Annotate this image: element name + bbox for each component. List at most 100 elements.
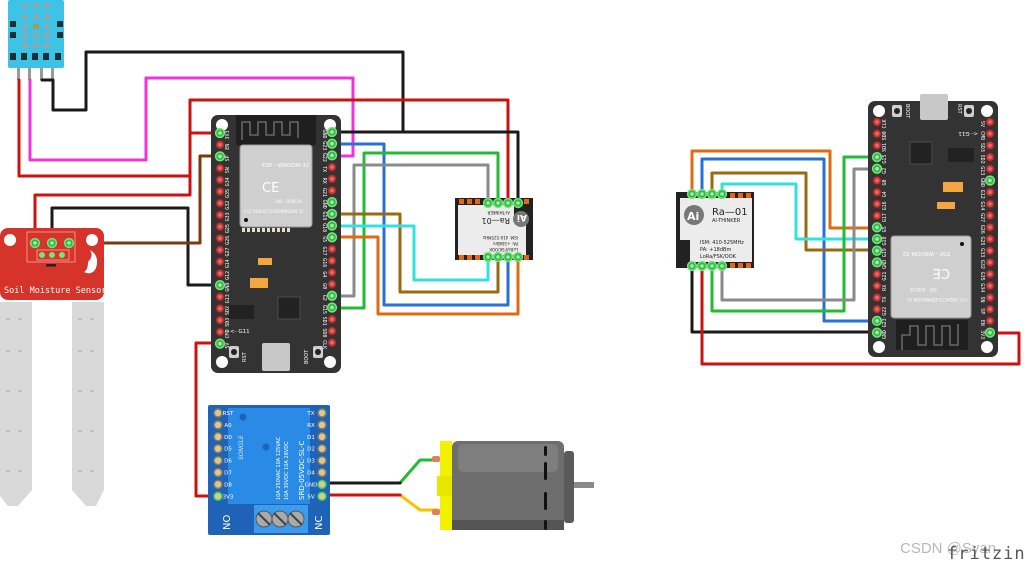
esp32-left-pin-g14[interactable] <box>215 257 225 267</box>
esp32-left-pin-g2[interactable] <box>326 290 338 301</box>
esp32-right-pin-3v3[interactable] <box>984 327 996 338</box>
esp32-left-pin-sd1[interactable] <box>327 314 337 324</box>
relay-pin-tx[interactable] <box>317 408 327 418</box>
esp32-left-pin-g33[interactable] <box>215 210 225 220</box>
relay-pin-d3[interactable] <box>317 455 327 466</box>
esp32-right-pin-g32[interactable] <box>985 257 995 268</box>
wire-soil-vcc[interactable] <box>33 174 192 245</box>
esp32-right-pin-g27[interactable] <box>985 210 995 221</box>
esp32-left-pin-5v[interactable] <box>214 338 226 349</box>
wire-r-cyan[interactable] <box>720 182 879 241</box>
esp32-left-pin-g34[interactable] <box>215 175 225 185</box>
esp32-left-pin-g22[interactable] <box>326 150 338 161</box>
esp32-right-pin-g18[interactable] <box>871 233 883 245</box>
esp32-right-pin-g26[interactable] <box>985 222 995 232</box>
relay-pin-d1[interactable] <box>317 432 327 442</box>
esp32-right-pin-g22[interactable] <box>872 304 882 314</box>
relay-pin-d6[interactable] <box>213 455 223 466</box>
esp32-right-pin-g15[interactable] <box>871 151 883 163</box>
relay-pin-d4[interactable] <box>317 467 327 478</box>
wire-r-vcc[interactable] <box>700 264 1021 366</box>
relay-pin-d0[interactable] <box>213 432 223 442</box>
esp32-left-pin-g4[interactable] <box>327 267 337 278</box>
esp32-right-pin-g33[interactable] <box>985 246 995 256</box>
esp32-left-pin-g18[interactable] <box>326 220 338 231</box>
esp32-right-pin-sp[interactable] <box>985 304 995 314</box>
esp32-right-pin-g17[interactable] <box>872 210 882 221</box>
wire-r-orange[interactable] <box>690 149 879 230</box>
esp32-left-pin-sp[interactable] <box>214 151 226 162</box>
relay-pin-rst[interactable] <box>213 408 223 418</box>
esp32-right-pin-5v[interactable] <box>985 117 995 127</box>
esp32-left-pin-gnd[interactable] <box>326 197 338 208</box>
esp32-right-pin-g25[interactable] <box>985 234 995 244</box>
esp32-right-pin-sd1[interactable] <box>872 140 882 151</box>
esp32-left-pin-gnd[interactable] <box>214 279 226 291</box>
esp32-right-pin-g35[interactable] <box>985 269 995 279</box>
esp32-left-pin-g0[interactable] <box>327 279 337 289</box>
relay-pin-3v3[interactable] <box>213 491 223 502</box>
esp32-right-pin-g16[interactable] <box>872 199 882 209</box>
wire-soil-gnd[interactable] <box>50 206 222 287</box>
esp32-right-pin-g4[interactable] <box>872 187 882 197</box>
wire-3v3-to-lora[interactable] <box>188 98 510 202</box>
esp32-left-pin-g27[interactable] <box>215 245 225 255</box>
wire-dht-gnd[interactable] <box>40 50 405 133</box>
esp32-right-pin-clk[interactable] <box>872 117 882 127</box>
esp32-left-pin-g12[interactable] <box>215 268 225 279</box>
wire-lora-green[interactable] <box>330 151 500 310</box>
esp32-left-pin-g25[interactable] <box>215 221 225 232</box>
esp32-right-pin-gnd[interactable] <box>984 175 996 186</box>
wire-motor-yellow[interactable] <box>320 493 440 512</box>
wire-relay-power[interactable] <box>194 341 222 498</box>
wire-soil-sig[interactable] <box>67 154 222 245</box>
esp32-left-pin-g35[interactable] <box>215 186 225 197</box>
esp32-right-pin-tx[interactable] <box>872 292 882 303</box>
esp32-left-pin-cmd[interactable] <box>215 327 225 337</box>
esp32-left-pin-sn[interactable] <box>215 163 225 173</box>
wire-r-gray[interactable] <box>720 167 879 302</box>
wire-r-green[interactable] <box>710 155 879 313</box>
relay-pin-d5[interactable] <box>213 443 223 454</box>
esp32-left-pin-g17[interactable] <box>327 244 337 254</box>
relay-pin-d8[interactable] <box>213 479 223 490</box>
relay-pin-a0[interactable] <box>213 420 223 430</box>
wire-lora-mosi[interactable] <box>330 142 510 307</box>
esp32-left-pin-g23[interactable] <box>326 138 338 149</box>
esp32-left-pin-g5[interactable] <box>326 232 338 243</box>
wire-dht-data[interactable] <box>28 76 355 162</box>
esp32-left-pin-tx[interactable] <box>327 162 337 172</box>
esp32-right-pin-sd2[interactable] <box>985 152 995 162</box>
wire-lora-orange[interactable] <box>330 235 520 316</box>
esp32-left-pin-g16[interactable] <box>327 256 337 266</box>
esp32-right-pin-rx[interactable] <box>872 281 882 291</box>
esp32-right-pin-g5[interactable] <box>871 222 883 233</box>
wire-motor-green[interactable] <box>320 458 440 485</box>
esp32-right-pin-sn[interactable] <box>985 292 995 303</box>
wire-r-gnd[interactable] <box>690 264 879 334</box>
esp32-left-pin-g13[interactable] <box>215 292 225 302</box>
esp32-right-pin-g13[interactable] <box>985 164 995 174</box>
esp32-right-pin-g21[interactable] <box>872 269 882 279</box>
esp32-left-pin-g32[interactable] <box>215 198 225 208</box>
esp32-right-pin-g34[interactable] <box>985 281 995 291</box>
esp32-right-pin-cmd[interactable] <box>985 129 995 139</box>
wire-r-olive[interactable] <box>710 171 879 252</box>
esp32-right-pin-g2[interactable] <box>871 163 883 174</box>
esp32-right-pin-sd3[interactable] <box>985 140 995 151</box>
esp32-left-pin-en[interactable] <box>215 140 225 150</box>
relay-pin-d7[interactable] <box>213 467 223 478</box>
wire-r-blue[interactable] <box>700 157 879 323</box>
esp32-left-pin-sd3[interactable] <box>215 315 225 325</box>
esp32-left-pin-clk[interactable] <box>327 337 337 348</box>
esp32-right-pin-gnd[interactable] <box>871 257 883 268</box>
esp32-right-pin-g14[interactable] <box>985 199 995 209</box>
esp32-right-pin-sd0[interactable] <box>872 129 882 139</box>
wire-lora-cyan[interactable] <box>330 224 490 282</box>
esp32-left-pin-rx[interactable] <box>327 174 337 184</box>
esp32-left-pin-g26[interactable] <box>215 233 225 243</box>
esp32-right-pin-g12[interactable] <box>985 187 995 197</box>
relay-pin-5v[interactable] <box>317 491 327 502</box>
esp32-left-pin-g19[interactable] <box>326 208 338 220</box>
wire-lora-gray[interactable] <box>330 163 490 298</box>
